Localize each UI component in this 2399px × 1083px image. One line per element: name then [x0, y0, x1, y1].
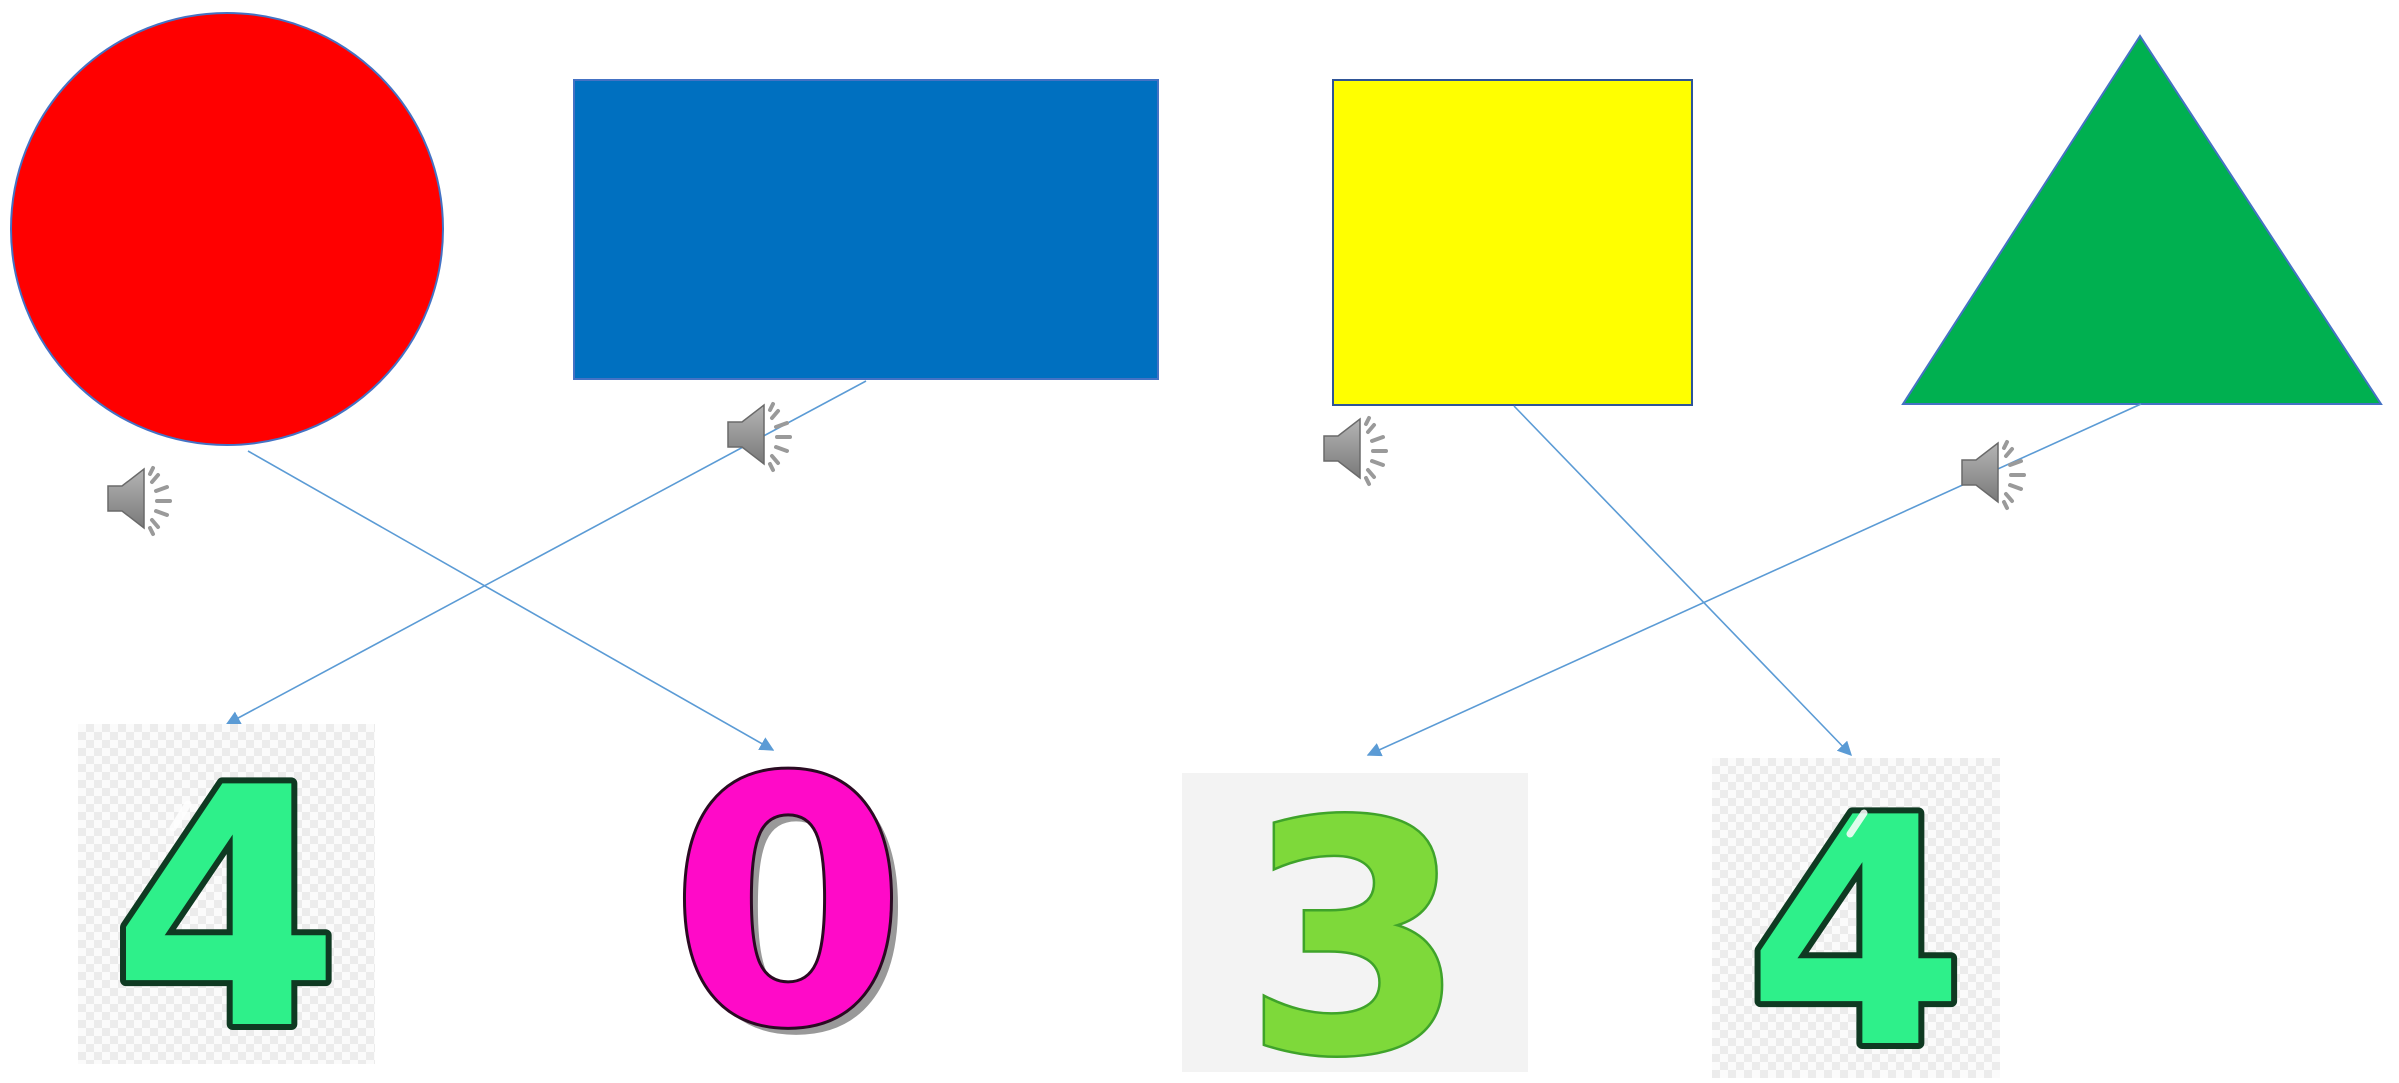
green-triangle-shape[interactable]	[1901, 34, 2383, 405]
number-glyph: 3	[1241, 753, 1469, 1083]
number-tile-4-second[interactable]: 4	[1712, 746, 2000, 1083]
number-tile-0[interactable]: 0 0	[660, 704, 920, 1083]
yellow-square-shape[interactable]	[1332, 79, 1693, 406]
number-glyph: 0 0	[667, 704, 915, 1083]
speaker-icon[interactable]	[727, 402, 792, 472]
speaker-icon[interactable]	[1961, 440, 2026, 510]
svg-text:0: 0	[678, 744, 915, 1044]
blue-rectangle-shape[interactable]	[573, 79, 1159, 380]
number-tile-4-first[interactable]: 4	[78, 712, 375, 1083]
connector-rectangle-to-four[interactable]	[225, 380, 867, 725]
speaker-icon[interactable]	[107, 466, 172, 536]
connector-circle-to-zero[interactable]	[247, 450, 775, 751]
svg-text:4: 4	[111, 724, 341, 1064]
svg-text:0: 0	[670, 744, 907, 1044]
number-glyph: 4	[1740, 746, 1971, 1083]
connector-triangle-to-three[interactable]	[1366, 403, 2142, 757]
number-glyph: 4	[105, 712, 347, 1083]
svg-text:4: 4	[1746, 758, 1965, 1078]
speaker-icon[interactable]	[1323, 416, 1388, 486]
number-tile-3[interactable]: 3	[1182, 753, 1528, 1083]
red-circle-shape[interactable]	[10, 12, 444, 446]
connector-square-to-four[interactable]	[1513, 405, 1853, 757]
svg-text:3: 3	[1244, 773, 1467, 1072]
